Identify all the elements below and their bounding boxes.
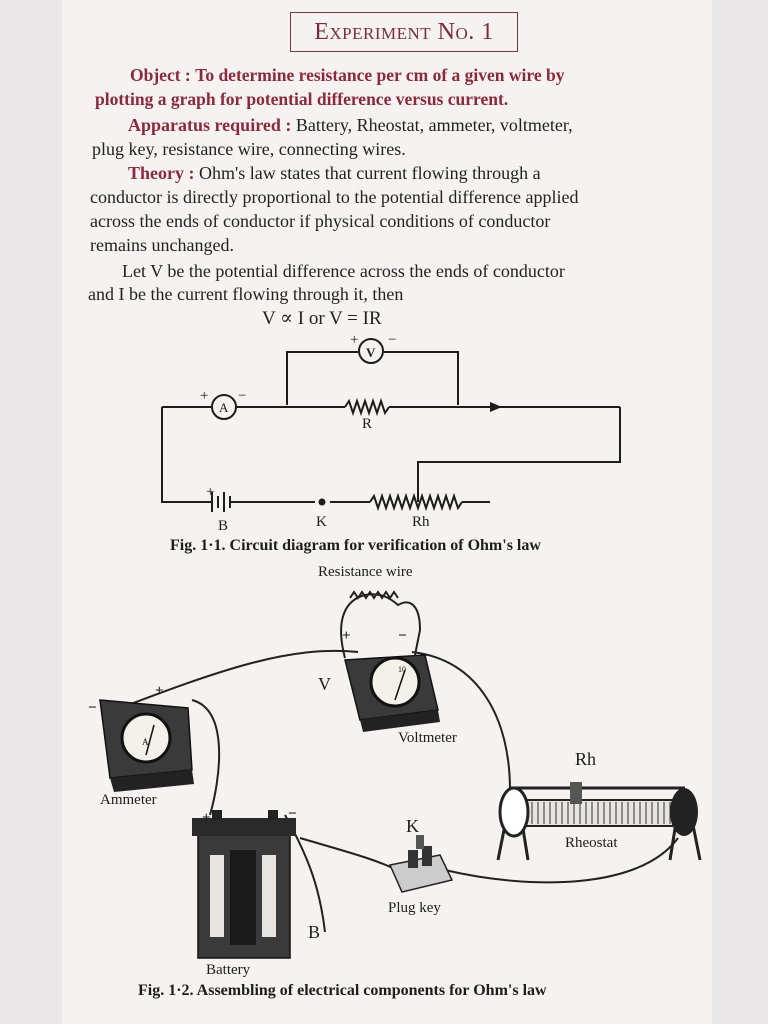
theory-line-2: conductor is directly proportional to th…	[90, 186, 579, 208]
left-wire	[161, 407, 205, 503]
resistor-label: R	[362, 416, 372, 432]
apparatus-text-1: Battery, Rheostat, ammeter, voltmeter,	[295, 115, 573, 135]
battery-device	[192, 810, 296, 959]
wire-ammeter-battery	[191, 699, 221, 816]
ammeter-label: Ammeter	[100, 792, 157, 808]
key-dot	[318, 498, 326, 506]
battery-plus-sign: +	[202, 810, 211, 826]
formula-text: V ∝ I or V = IR	[262, 308, 382, 329]
experiment-title-box: Experiment No. 1	[290, 12, 518, 52]
theory-text-1: Ohm's law states that current flowing th…	[199, 163, 541, 183]
right-wire	[417, 407, 621, 502]
apparatus-label: Apparatus required :	[128, 115, 292, 135]
assembly-illustration: 10 A	[88, 564, 702, 978]
circuit-diagram: V + − A + − R + B K Rh	[161, 332, 621, 534]
theory-text-2: conductor is directly proportional to th…	[90, 187, 579, 207]
rheostat-label: Rheostat	[565, 835, 618, 851]
key-k-label: K	[406, 816, 419, 836]
theory-label: Theory :	[128, 163, 195, 183]
plug-key-label: Plug key	[388, 900, 441, 916]
ammeter-minus: −	[238, 388, 246, 404]
textbook-page	[62, 0, 712, 1024]
battery-minus-sign: −	[288, 806, 297, 822]
current-arrow	[490, 402, 502, 412]
voltmeter-symbol	[358, 338, 384, 364]
battery-b-label: B	[308, 922, 320, 942]
resistor-r-symbol	[344, 397, 390, 417]
fig2-caption: Fig. 1·2. Assembling of electrical compo…	[138, 982, 547, 999]
voltmeter-minus: −	[388, 332, 396, 348]
object-text-2: plotting a graph for potential differenc…	[95, 89, 509, 109]
theory-line-4: remains unchanged.	[90, 234, 234, 256]
battery-label: B	[218, 518, 228, 534]
rheostat-rh-label: Rh	[575, 749, 596, 769]
let-line-1: Let V be the potential difference across…	[122, 260, 565, 282]
experiment-title: Experiment No. 1	[314, 18, 494, 45]
rheostat-device	[496, 782, 702, 861]
resistance-wire-label: Resistance wire	[318, 564, 413, 580]
voltmeter-v-label: V	[318, 674, 331, 694]
voltmeter-letter: V	[366, 345, 376, 360]
theory-text-4: remains unchanged.	[90, 235, 234, 255]
object-line-1: Object : To determine resistance per cm …	[130, 64, 564, 86]
theory-text-3: across the ends of conductor if physical…	[90, 211, 551, 231]
svg-text:A: A	[142, 737, 149, 747]
voltmeter-plus: +	[350, 332, 358, 348]
object-text-1: To determine resistance per cm of a give…	[195, 65, 565, 85]
fig1-caption: Fig. 1·1. Circuit diagram for verificati…	[170, 537, 541, 554]
ammeter-plus: +	[200, 388, 208, 404]
rheostat-label: Rh	[412, 514, 430, 530]
apparatus-line-1: Apparatus required : Battery, Rheostat, …	[128, 114, 573, 136]
rheostat-symbol	[369, 492, 463, 512]
ammeter-letter: A	[219, 400, 229, 415]
voltmeter-minus-sign: −	[398, 628, 407, 644]
resistance-wire-coil	[349, 590, 399, 600]
let-text-2: and I be the current flowing through it,…	[88, 284, 404, 304]
voltmeter-label: Voltmeter	[398, 730, 457, 746]
voltmeter-wire-left	[286, 351, 358, 405]
apparatus-line-2: plug key, resistance wire, connecting wi…	[92, 138, 406, 160]
voltmeter-wire-right	[384, 351, 459, 405]
key-label: K	[316, 514, 327, 530]
object-label: Object :	[130, 65, 191, 85]
wire-key-battery	[299, 837, 401, 873]
ammeter-plus-sign: +	[155, 683, 164, 699]
wire-voltmeter-ammeter	[114, 649, 359, 711]
object-line-2: plotting a graph for potential differenc…	[95, 88, 508, 110]
apparatus-text-2: plug key, resistance wire, connecting wi…	[92, 139, 406, 159]
ammeter-device: A	[99, 699, 194, 792]
voltmeter-plus-sign: +	[342, 628, 351, 644]
resistance-wire-path	[340, 593, 422, 659]
ohms-law-formula: V ∝ I or V = IR	[262, 308, 382, 330]
let-text-1: Let V be the potential difference across…	[122, 261, 565, 281]
theory-line-1: Theory : Ohm's law states that current f…	[128, 162, 541, 184]
svg-text:10: 10	[398, 665, 406, 674]
let-line-2: and I be the current flowing through it,…	[88, 283, 403, 305]
battery-plus: +	[206, 484, 214, 500]
plug-key-device	[388, 835, 454, 893]
ammeter-minus-sign: −	[88, 700, 97, 716]
voltmeter-device: 10	[344, 654, 440, 732]
wire-key-rheostat	[444, 837, 679, 884]
battery-label: Battery	[206, 962, 251, 978]
theory-line-3: across the ends of conductor if physical…	[90, 210, 550, 232]
